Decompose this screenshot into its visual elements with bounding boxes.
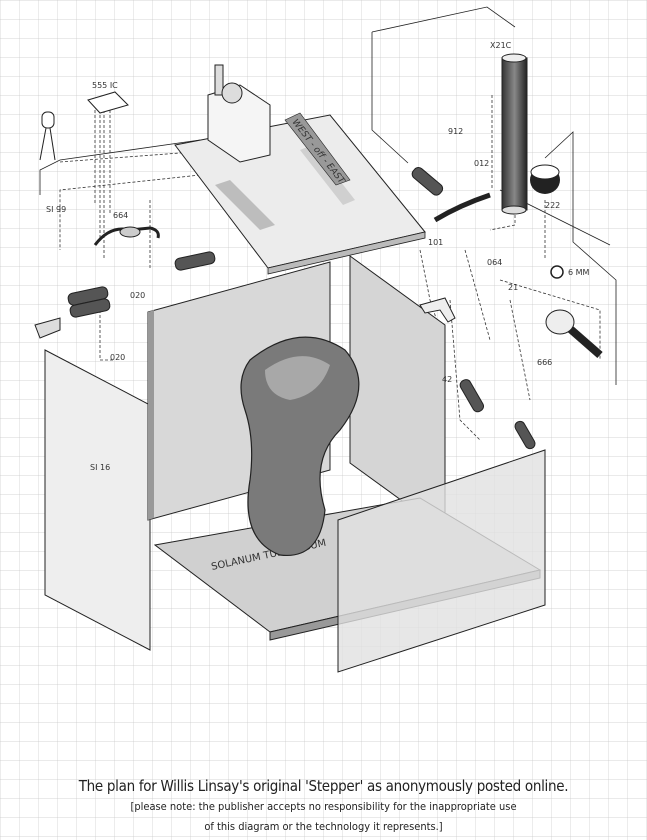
label-020-a: 020 [130,291,145,300]
bracket-left [34,317,61,339]
transistor-si99: SI 99 [39,111,66,214]
capacitor-222: 222 [530,164,560,210]
label-020-b: 020 [110,353,125,362]
label-555-ic: 555 IC [92,81,118,90]
resistor-664: 664 [93,211,160,246]
top-circuit-board: WEST - off - EAST [174,64,426,275]
potato [240,336,360,557]
washer-6mm: 6 MM [550,265,590,279]
label-21: 21 [508,283,518,292]
bracket-right [419,297,456,323]
label-664: 664 [113,211,128,220]
label-6mm: 6 MM [568,268,590,277]
label-666: 666 [537,358,552,367]
label-064: 064 [487,258,502,267]
front-right-panel [337,449,546,673]
label-si16: SI 16 [90,463,110,472]
555-ic-chip: 555 IC [87,81,129,114]
springs [67,167,536,450]
knob-666: 666 [537,309,603,367]
coil-x21c: X21C [490,41,528,215]
left-outer-panel: SI 16 [44,349,151,651]
caption-note-line2: of this diagram or the technology it rep… [204,820,443,833]
bent-rod [433,192,491,223]
label-si99: SI 99 [46,205,66,214]
label-012: 012 [474,159,489,168]
label-222: 222 [545,201,560,210]
caption-note-line1: [please note: the publisher accepts no r… [130,800,517,813]
label-42: 42 [442,375,452,384]
caption-title: The plan for Willis Linsay's original 'S… [78,777,569,795]
label-101: 101 [428,238,443,247]
label-912: 912 [448,127,463,136]
label-x21c: X21C [490,41,512,50]
